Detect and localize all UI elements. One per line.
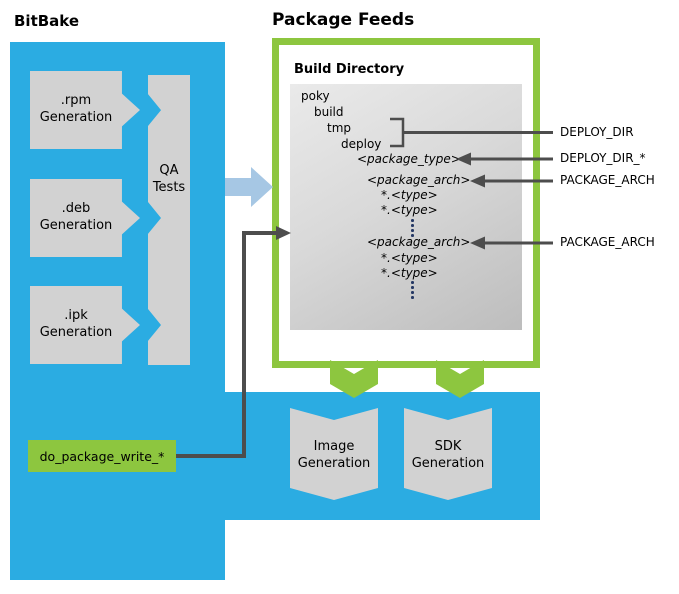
image-generation-box: Image Generation xyxy=(290,408,378,500)
qa-tests-label: QA Tests xyxy=(152,163,186,195)
tree-item-tmp: tmp xyxy=(327,121,352,135)
ipk-generation-label-line1: .ipk xyxy=(64,308,88,324)
annotation-package-arch-2: PACKAGE_ARCH xyxy=(560,235,655,249)
ipk-generation-box: .ipk Generation xyxy=(30,286,140,364)
build-directory-box xyxy=(290,84,522,330)
tree-item-type-file-2: *.<type> xyxy=(381,203,438,217)
rpm-generation-label-line2: Generation xyxy=(39,110,113,125)
tree-item-deploy: deploy xyxy=(341,137,382,151)
deb-generation-label-line1: .deb xyxy=(61,201,91,217)
tree-item-package-type: <package_type> xyxy=(357,152,461,166)
ellipsis-dots-2 xyxy=(411,281,414,299)
deb-generation-label-line2: Generation xyxy=(39,218,113,233)
annotation-package-arch-1: PACKAGE_ARCH xyxy=(560,173,655,187)
annotation-deploy-dir-star: DEPLOY_DIR_* xyxy=(560,151,646,165)
ellipsis-dots-1 xyxy=(411,219,414,237)
bitbake-title: BitBake xyxy=(14,12,80,30)
build-directory-title: Build Directory xyxy=(294,62,405,77)
sdk-generation-label-line2: Generation xyxy=(411,456,485,471)
ipk-generation-label-line2: Generation xyxy=(39,325,113,340)
image-generation-label-line2: Generation xyxy=(297,456,371,471)
bitbake-to-feeds-arrow xyxy=(225,167,273,207)
sdk-generation-label-line1: SDK xyxy=(434,439,462,455)
sdk-generation-box: SDK Generation xyxy=(404,408,492,500)
do-package-write-label: do_package_write_* xyxy=(39,448,165,464)
output-generation-region xyxy=(225,392,540,520)
do-package-write-box: do_package_write_* xyxy=(28,440,176,472)
rpm-generation-box: .rpm Generation xyxy=(30,71,140,149)
deb-generation-box: .deb Generation xyxy=(30,179,140,257)
tree-item-type-file-3: *.<type> xyxy=(381,251,438,265)
tree-item-package-arch-1: <package_arch> xyxy=(367,173,471,187)
package-feeds-title: Package Feeds xyxy=(272,10,415,30)
tree-item-package-arch-2: <package_arch> xyxy=(367,235,471,249)
image-generation-label-line1: Image xyxy=(313,439,355,455)
tree-item-build: build xyxy=(314,105,344,119)
tree-item-type-file-4: *.<type> xyxy=(381,266,438,280)
rpm-generation-label-line1: .rpm xyxy=(60,93,92,109)
tree-item-type-file-1: *.<type> xyxy=(381,188,438,202)
annotation-deploy-dir: DEPLOY_DIR xyxy=(560,125,634,139)
tree-item-poky: poky xyxy=(301,89,330,103)
